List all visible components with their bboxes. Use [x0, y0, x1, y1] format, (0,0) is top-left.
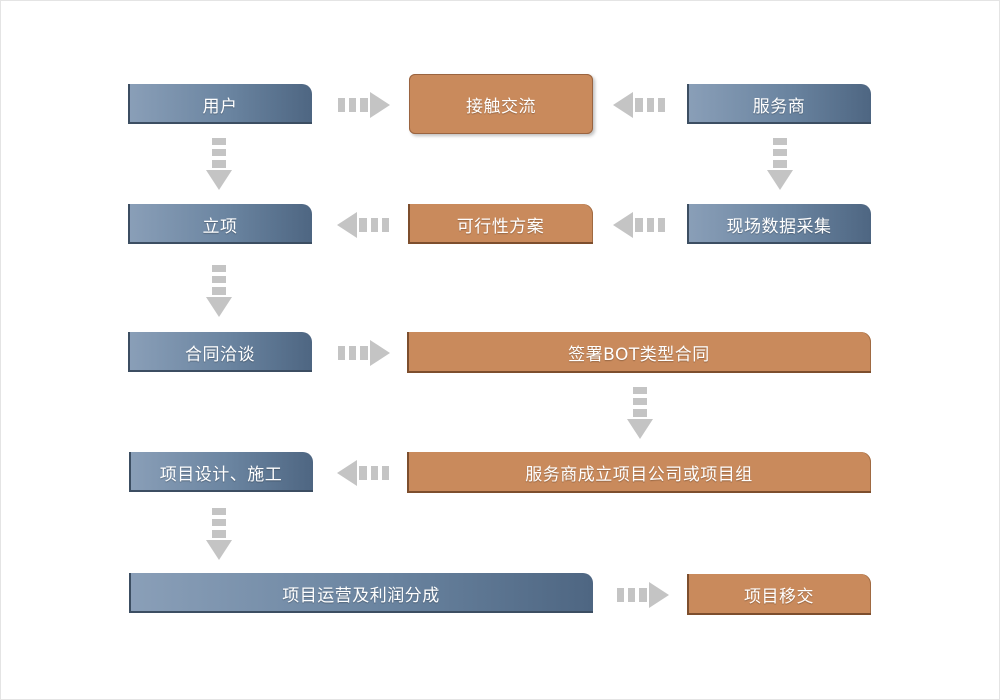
- arrow-down-icon: [627, 387, 653, 439]
- node-design-build: 项目设计、施工: [129, 452, 313, 492]
- node-operation: 项目运营及利润分成: [129, 573, 593, 613]
- node-design-build-label: 项目设计、施工: [159, 464, 283, 485]
- node-user: 用户: [128, 84, 312, 124]
- node-operation-label: 项目运营及利润分成: [282, 585, 440, 606]
- arrow-right-icon: [338, 92, 390, 118]
- node-company-setup: 服务商成立项目公司或项目组: [407, 452, 871, 493]
- node-negotiation: 合同洽谈: [128, 332, 312, 372]
- arrow-right-icon: [338, 340, 390, 366]
- node-site-data-label: 现场数据采集: [726, 216, 832, 237]
- arrow-left-icon: [337, 212, 389, 238]
- arrow-down-icon: [206, 138, 232, 190]
- node-user-label: 用户: [202, 96, 238, 117]
- node-feasibility: 可行性方案: [408, 204, 593, 244]
- node-bot-contract: 签署BOT类型合同: [407, 332, 871, 373]
- arrow-down-icon: [206, 265, 232, 317]
- node-contact: 接触交流: [409, 74, 593, 134]
- node-provider: 服务商: [687, 84, 871, 124]
- node-project-setup-label: 立项: [202, 216, 238, 237]
- node-contact-label: 接触交流: [466, 96, 536, 117]
- node-bot-contract-label: 签署BOT类型合同: [568, 345, 710, 365]
- node-project-setup: 立项: [128, 204, 312, 244]
- arrow-down-icon: [206, 508, 232, 560]
- arrow-left-icon: [613, 212, 665, 238]
- node-site-data: 现场数据采集: [687, 204, 871, 244]
- node-handover: 项目移交: [687, 574, 871, 615]
- arrow-left-icon: [613, 92, 665, 118]
- arrow-left-icon: [337, 460, 389, 486]
- node-handover-label: 项目移交: [744, 587, 814, 607]
- arrow-down-icon: [767, 138, 793, 190]
- node-negotiation-label: 合同洽谈: [185, 344, 255, 365]
- node-company-setup-label: 服务商成立项目公司或项目组: [525, 465, 753, 485]
- node-feasibility-label: 可行性方案: [456, 216, 545, 237]
- arrow-right-icon: [617, 582, 669, 608]
- node-provider-label: 服务商: [752, 96, 806, 117]
